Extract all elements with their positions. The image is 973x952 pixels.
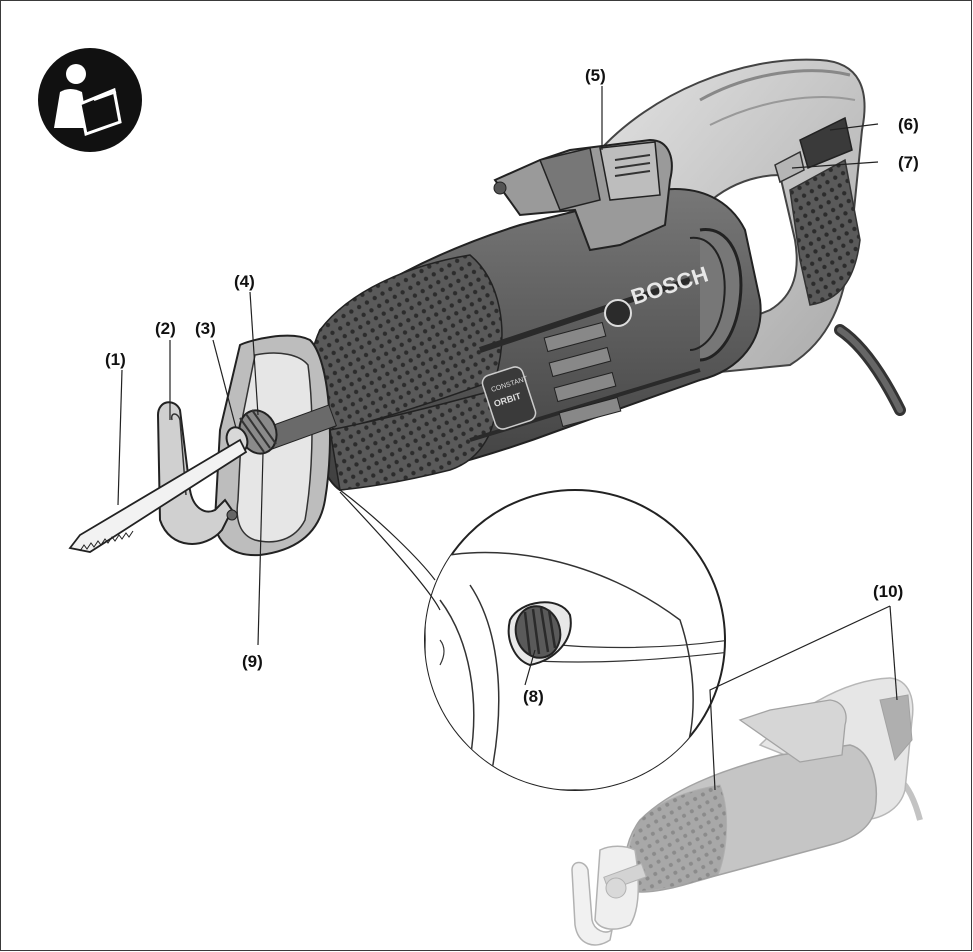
callout-9: (9) bbox=[242, 652, 263, 671]
sds-collar bbox=[238, 409, 278, 455]
detail-loupe bbox=[339, 489, 726, 791]
handle-grip bbox=[789, 158, 861, 306]
orbit-badge: CONSTANT ORBIT bbox=[481, 366, 537, 430]
saw-main: BOSCH CONSTANT ORBIT bbox=[68, 58, 906, 557]
callout-labels: (1) (2) (3) (4) (5) (6) (7) (8) (9) (10) bbox=[105, 66, 919, 706]
callout-1: (1) bbox=[105, 350, 126, 369]
callout-3: (3) bbox=[195, 319, 216, 338]
callout-4: (4) bbox=[234, 272, 255, 291]
lock-on-button bbox=[774, 150, 805, 184]
read-manual-icon bbox=[38, 48, 142, 152]
callout-8: (8) bbox=[523, 687, 544, 706]
callout-10: (10) bbox=[873, 582, 903, 601]
callout-leaders bbox=[117, 86, 898, 791]
callout-6: (6) bbox=[898, 115, 919, 134]
callout-5: (5) bbox=[585, 66, 606, 85]
callout-7: (7) bbox=[898, 153, 919, 172]
foot-plate bbox=[156, 401, 234, 545]
callout-2: (2) bbox=[155, 319, 176, 338]
saw-ghost bbox=[571, 677, 923, 946]
on-off-switch bbox=[799, 116, 853, 170]
saw-blade bbox=[68, 438, 248, 553]
stroke-rate-wheel bbox=[507, 601, 572, 667]
air-vents bbox=[543, 321, 622, 428]
